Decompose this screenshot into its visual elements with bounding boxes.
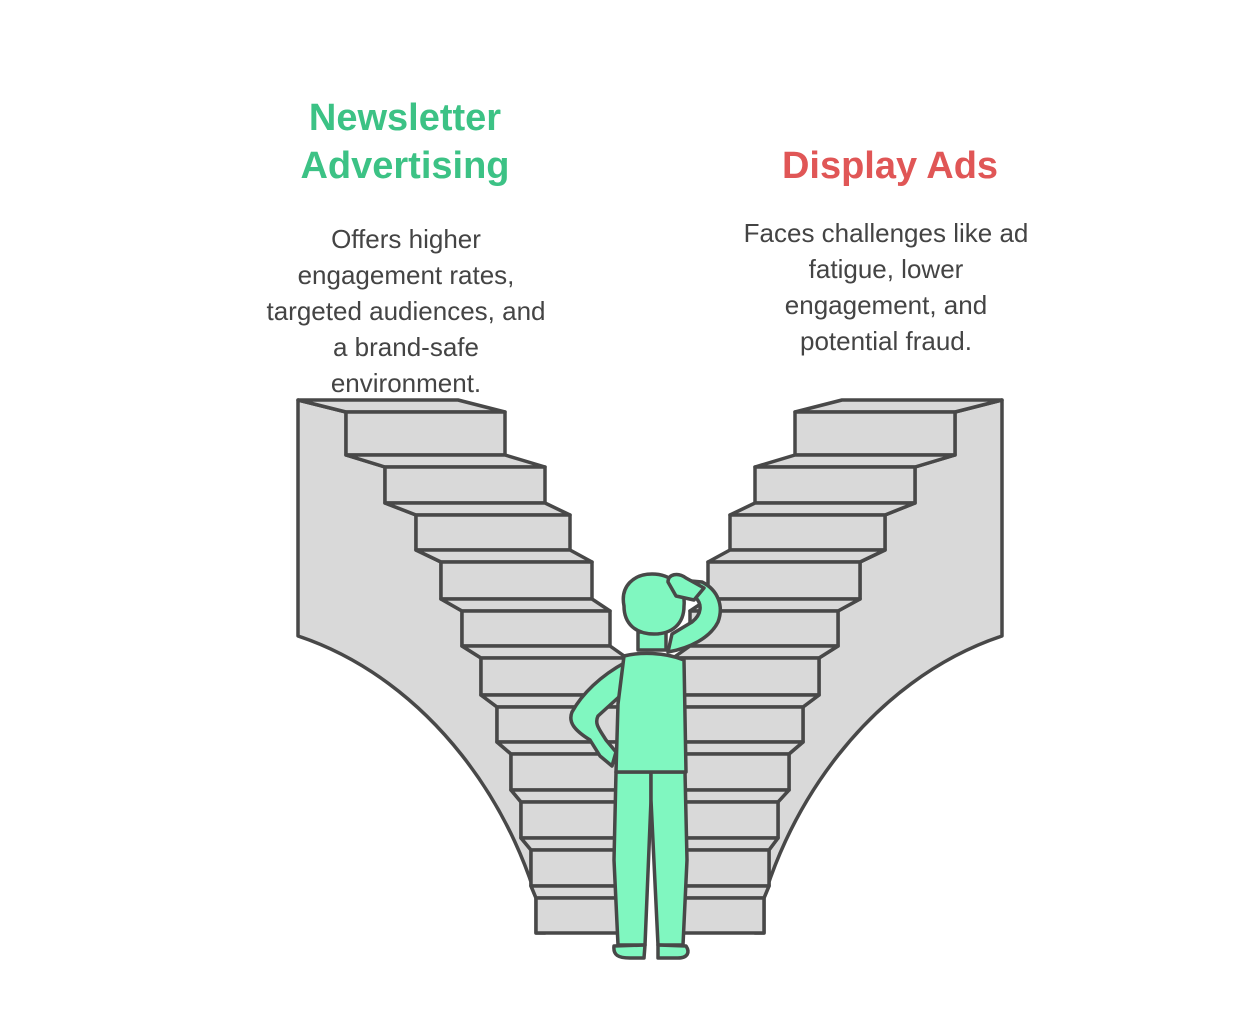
title-line: Display Ads: [781, 145, 999, 187]
description-line: Faces challenges like ad: [743, 218, 1029, 248]
description-line: engagement, and: [784, 290, 988, 320]
display-ads-description: Faces challenges like ad fatigue, lower …: [700, 215, 1072, 359]
display-ads-title: Display Ads: [740, 142, 1040, 190]
right-staircase-icon: [671, 398, 1004, 935]
left-staircase-steps: [296, 398, 629, 935]
description-line: engagement rates,: [297, 260, 515, 290]
person-right-leg: [649, 770, 689, 947]
newsletter-advertising-description: Offers higher engagement rates, targeted…: [230, 221, 582, 401]
left-staircase-icon: [296, 398, 629, 935]
person-right-arm: [666, 578, 723, 654]
person-torso: [614, 651, 688, 774]
right-staircase-steps: [671, 398, 1004, 935]
person-left-leg: [612, 770, 653, 947]
description-line: environment.: [330, 368, 482, 398]
person-left-arm: [569, 660, 628, 768]
person-left-shoe: [612, 943, 647, 960]
description-line: a brand-safe: [333, 332, 479, 362]
person-right-hand: [666, 572, 706, 602]
description-line: fatigue, lower: [808, 254, 964, 284]
person-right-shoe: [656, 943, 690, 960]
title-line: Newsletter: [308, 97, 502, 139]
description-line: potential fraud.: [799, 326, 972, 356]
description-line: targeted audiences, and: [266, 296, 546, 326]
thinking-person-icon: [569, 572, 723, 960]
title-line: Advertising: [300, 145, 510, 187]
person-head: [621, 572, 686, 636]
description-line: Offers higher: [331, 224, 481, 254]
newsletter-advertising-title: Newsletter Advertising: [230, 94, 580, 190]
